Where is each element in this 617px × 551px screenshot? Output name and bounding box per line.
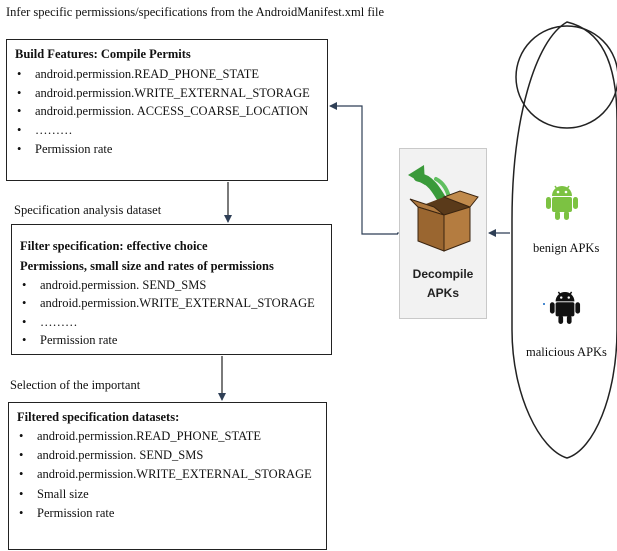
list-item: android.permission.WRITE_EXTERNAL_STORAG… [17, 465, 326, 484]
dot-mark [543, 303, 545, 305]
list-item: android.permission. ACCESS_COARSE_LOCATI… [15, 102, 327, 121]
list-item: Permission rate [20, 331, 331, 350]
list-item: android.permission. SEND_SMS [20, 276, 331, 295]
android-malicious-icon [549, 291, 581, 324]
android-benign-icon [546, 185, 578, 220]
open-box-icon [408, 165, 479, 252]
caption-specification-analysis: Specification analysis dataset [14, 203, 162, 217]
list-item: android.permission. SEND_SMS [17, 446, 326, 465]
filtered-datasets-title: Filtered specification datasets: [17, 410, 180, 424]
arrow-decompile-to-build [329, 102, 398, 235]
build-features-title: Build Features: Compile Permits [15, 47, 191, 61]
apk-container-shape [511, 21, 617, 459]
list-item: android.permission.READ_PHONE_STATE [15, 65, 327, 84]
filtered-datasets-list: android.permission.READ_PHONE_STATE andr… [17, 427, 326, 523]
filter-specification-box: Filter specification: effective choice P… [11, 224, 332, 355]
list-item: android.permission.WRITE_EXTERNAL_STORAG… [15, 84, 327, 103]
malicious-apks-label: malicious APKs [526, 345, 607, 359]
filtered-datasets-box: Filtered specification datasets: android… [8, 402, 327, 550]
list-item: Small size [17, 485, 326, 504]
list-item: Permission rate [15, 140, 327, 159]
decompile-apks-label: Decompile APKs [412, 267, 474, 300]
decompile-apks-box: Decompile APKs [399, 148, 487, 319]
top-caption: Infer specific permissions/specification… [6, 5, 385, 19]
build-features-list: android.permission.READ_PHONE_STATE andr… [15, 65, 327, 159]
filter-specification-title: Filter specification: effective choice [20, 239, 208, 253]
list-item: Permission rate [17, 504, 326, 523]
list-item: ……… [20, 313, 331, 332]
filter-specification-subtitle: Permissions, small size and rates of per… [20, 259, 274, 273]
list-item: ……… [15, 121, 327, 140]
filter-specification-list: android.permission. SEND_SMS android.per… [20, 276, 331, 350]
caption-selection: Selection of the important [10, 378, 141, 392]
build-features-box: Build Features: Compile Permits android.… [6, 39, 328, 181]
list-item: android.permission.WRITE_EXTERNAL_STORAG… [20, 294, 331, 313]
benign-apks-label: benign APKs [533, 241, 600, 255]
list-item: android.permission.READ_PHONE_STATE [17, 427, 326, 446]
